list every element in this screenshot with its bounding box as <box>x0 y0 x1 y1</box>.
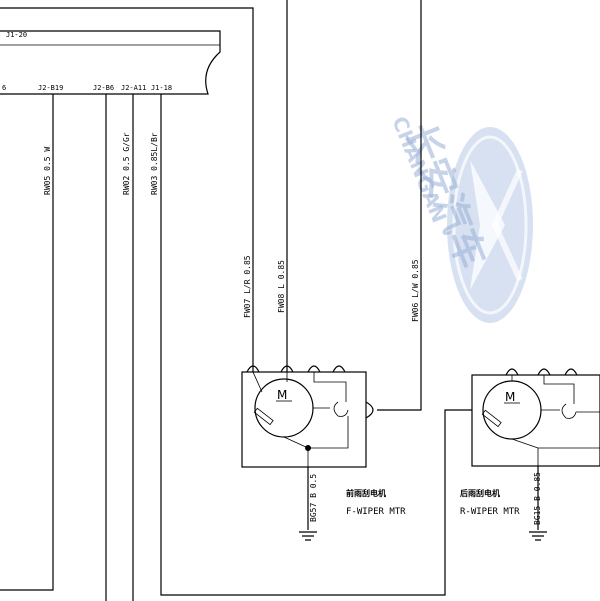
rear-ground-icon <box>529 466 547 541</box>
rear-motor-label-cn: 后雨刮电机 <box>460 488 500 498</box>
front-motor-label-en: F-WIPER MTR <box>346 507 406 517</box>
wire-fw06: FW06 L/W 0.85 <box>411 259 420 322</box>
wire-rw03: RW03 0.85L/Br <box>150 132 159 195</box>
front-motor-junction <box>305 445 311 451</box>
wire-fw07: FW07 L/R 0.85 <box>243 255 252 318</box>
front-wiper-motor: M <box>241 365 374 468</box>
connector-block-top <box>0 0 422 411</box>
watermark: 长安汽车 CHANGAN <box>387 113 533 323</box>
wire-rw02: RW02 0.5 G/Gr <box>122 132 131 195</box>
connector-j1-20: J1-20 <box>6 31 27 39</box>
front-motor-label-cn: 前雨刮电机 <box>346 488 386 498</box>
harness-wires <box>0 94 472 601</box>
rear-wiper-motor: M <box>471 368 600 467</box>
front-ground-icon <box>299 467 317 541</box>
connector-j1-18: J1-18 <box>151 84 172 92</box>
connector-j2-a11: J2-A11 <box>121 84 146 92</box>
wire-rw05: RW05 0.5 W <box>43 147 52 195</box>
rear-motor-label-en: R-WIPER MTR <box>460 507 520 517</box>
connector-j2-b19: J2-B19 <box>38 84 63 92</box>
rear-motor-m: M <box>505 390 515 404</box>
wire-fw08: FW08 L 0.85 <box>277 260 286 313</box>
connector-j2-b6: J2-B6 <box>93 84 114 92</box>
changan-logo-icon <box>447 127 533 323</box>
connector-left-edge: 6 <box>2 84 6 92</box>
front-motor-m: M <box>277 388 287 402</box>
wire-bg57: BG57 B 0.5 <box>309 474 318 522</box>
wire-bg15: BG15 B 0.85 <box>533 472 542 525</box>
